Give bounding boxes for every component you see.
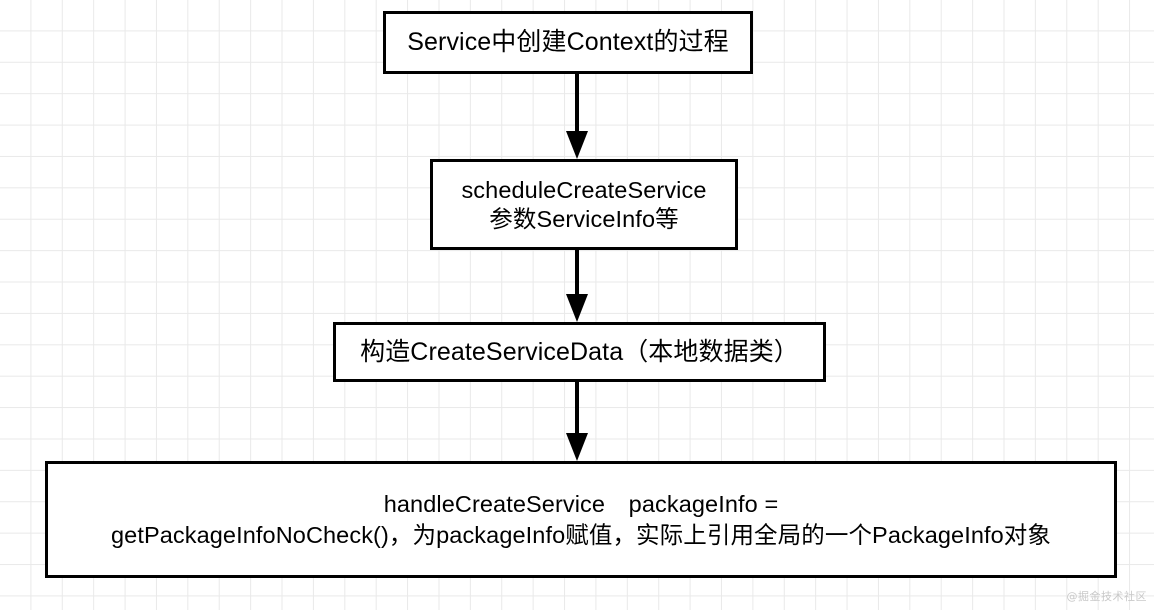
flowchart-node-construct-create-service-data: 构造CreateServiceData（本地数据类） xyxy=(333,322,826,382)
flowchart-node-title: Service中创建Context的过程 xyxy=(383,11,753,74)
watermark: @掘金技术社区 xyxy=(1066,590,1147,603)
flowchart-node-handle-create-service: handleCreateService packageInfo = getPac… xyxy=(45,461,1117,578)
flowchart-node-schedule-create-service: scheduleCreateService 参数ServiceInfo等 xyxy=(430,159,738,250)
